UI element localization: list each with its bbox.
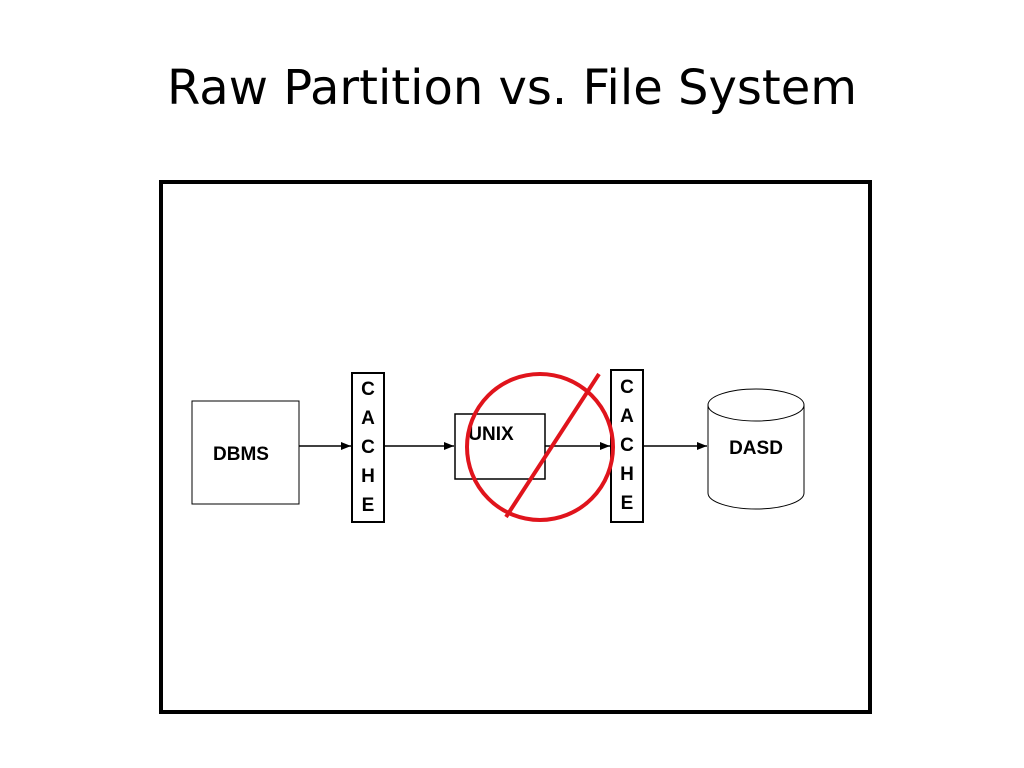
cache-node-2: C A C H E [610,369,644,523]
dbms-box [191,400,300,505]
cache-1-letter: E [362,495,375,516]
dasd-cylinder-body [707,405,805,510]
prohibition-symbol [465,372,615,522]
cache-1-letter: C [361,379,375,400]
dasd-node: DASD [707,388,805,510]
unix-label: UNIX [468,424,514,445]
cache-1-letter: C [361,437,375,458]
slide-title: Raw Partition vs. File System [166,60,858,116]
cache-1-letter: H [361,466,375,487]
cache-2-letter: A [620,406,634,427]
dbms-label: DBMS [213,444,269,465]
dbms-node: DBMS [191,400,300,505]
cache-2-letter: C [620,377,634,398]
cache-box-2 [610,369,644,523]
cache-box-1 [351,372,385,523]
dasd-label: DASD [729,438,783,459]
cache-2-letter: H [620,464,634,485]
cache-2-letter: C [620,435,634,456]
cache-1-letter: A [361,408,375,429]
prohibition-circle [465,372,615,522]
cache-node-1: C A C H E [351,372,385,523]
dasd-cylinder-top [707,388,805,422]
prohibition-slash [504,372,601,519]
cache-2-letter: E [621,493,634,514]
